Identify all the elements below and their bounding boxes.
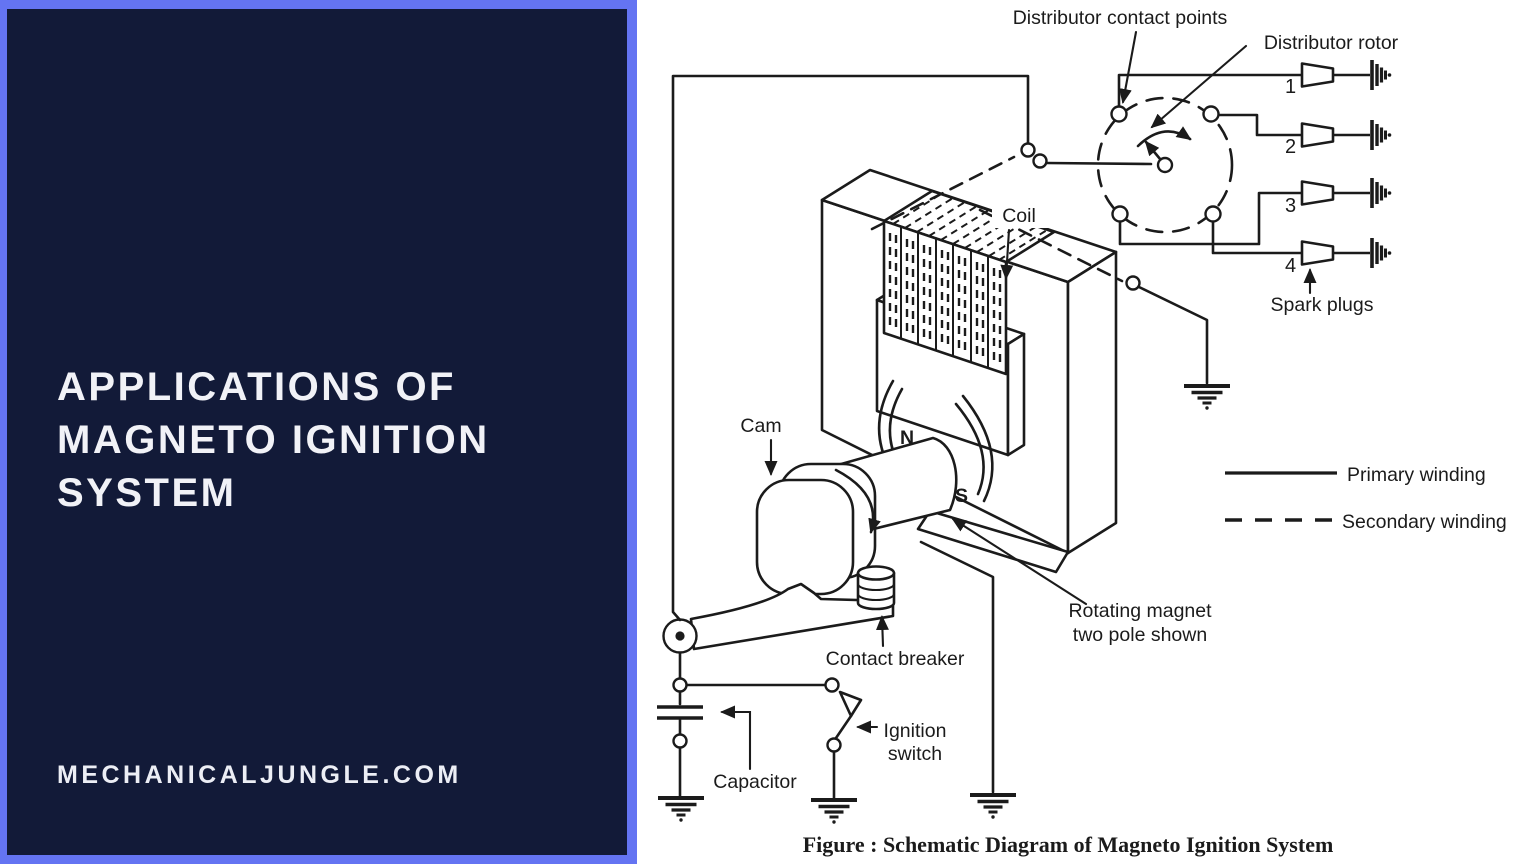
arrow-rotating-magnet [951,517,1088,606]
ground-symbol-switch [809,798,859,826]
contact-point-4 [1204,205,1222,223]
schematic-svg: N S [656,7,1507,857]
page-title: APPLICATIONS OF MAGNETO IGNITION SYSTEM [57,361,577,520]
ground-symbol-breaker [968,793,1018,821]
contact-breaker-assembly [662,565,896,654]
label-capacitor: Capacitor [713,771,797,793]
title-line-2: MAGNETO IGNITION [57,418,490,462]
plug-wire-2 [1217,113,1304,137]
spark-plug-circuit: 1 2 3 4 [1117,58,1394,277]
terminal-right [1125,275,1141,291]
schematic-diagram: N S [637,0,1536,864]
cam-front-face [755,478,855,596]
coil-front-face [882,219,1008,376]
label-coil: Coil [1002,205,1036,227]
node-capacitor-bottom [672,733,688,749]
terminal-upper-a [1020,142,1036,158]
label-rotating-magnet-line2: two pole shown [1073,624,1207,646]
label-contact-breaker: Contact breaker [826,648,965,670]
coil-top-hatching [892,193,1048,261]
legend-secondary-label: Secondary winding [1342,511,1507,533]
label-ignition-switch-line2: switch [888,743,942,765]
switch-blade-triangle [838,690,863,718]
coil-label-backing [992,202,1048,228]
distributor [1096,96,1234,234]
plug-wire-4 [1211,220,1304,255]
coil-winding [882,189,1056,376]
north-pole-label: N [900,427,914,449]
plug-number-4: 4 [1285,255,1296,277]
plug-number-2: 2 [1285,136,1296,158]
contact-point-1 [1110,105,1128,123]
rotor-center [1156,156,1174,174]
breaker-ground-wire [919,540,995,794]
label-ignition-switch-line1: Ignition [884,720,947,742]
ground-symbol-secondary [1182,384,1232,412]
breaker-contact-stack [856,565,896,611]
label-rotating-magnet-line1: Rotating magnet [1068,600,1212,622]
plug-number-1: 1 [1285,76,1296,98]
rotor-rotation-arrow [1136,126,1192,148]
contact-point-2 [1202,105,1220,123]
label-cam: Cam [740,415,781,437]
ignition-switch-branch [809,677,863,826]
core-right-face [1066,250,1118,555]
south-pole-arc-inner [954,402,985,496]
south-pole-label: S [955,485,968,507]
contact-point-3 [1111,205,1129,223]
spark-plug-3 [1300,176,1394,210]
spark-plug-2 [1300,118,1394,152]
ground-symbol-capacitor [656,796,706,824]
title-line-3: SYSTEM [57,471,237,515]
label-distributor-rotor: Distributor rotor [1264,32,1399,54]
arrow-capacitor [720,705,752,771]
spark-plug-1 [1300,58,1394,92]
label-distributor-contact-points: Distributor contact points [1013,7,1228,29]
coil-winding-dashes [888,233,1002,364]
node-switch-bottom [826,737,842,753]
rotating-magnet-assembly: N S [755,379,1070,596]
arrow-contact-breaker [875,615,889,648]
website-label: MECHANICALJUNGLE.COM [57,761,462,789]
plug-number-3: 3 [1285,195,1296,217]
breaker-pivot-dot [675,631,685,641]
core-window-right-face [1006,332,1026,457]
label-spark-plugs: Spark plugs [1271,294,1374,316]
plug-wire-3 [1118,191,1304,246]
south-pole-arc [961,394,994,503]
switch-blade [834,714,853,740]
terminal-to-rotor-wire [1045,161,1153,166]
capacitor-branch [656,677,706,824]
spark-plug-4 [1300,236,1394,270]
title-line-1: APPLICATIONS OF [57,365,456,409]
distributor-circle [1096,96,1234,234]
arrow-coil [1000,228,1014,280]
labels: Distributor contact points Distributor r… [713,7,1398,793]
secondary-dashed-to-terminals [870,155,1016,231]
arrow-distributor-contact-points [1118,30,1138,104]
secondary-ground-wire [1137,285,1209,385]
figure-caption: Figure : Schematic Diagram of Magneto Ig… [803,832,1334,857]
terminal-upper-b [1032,153,1048,169]
node-switch-top [824,677,840,693]
legend-primary-label: Primary winding [1347,464,1486,486]
node-capacitor-top [672,677,688,693]
rotation-arrow [834,468,881,534]
title-panel: APPLICATIONS OF MAGNETO IGNITION SYSTEM … [7,9,627,855]
coil-laminations [900,227,989,368]
primary-wiring [671,74,1030,794]
primary-loop-wire [671,74,1030,622]
arrow-distributor-rotor [1150,44,1248,129]
legend: Primary winding Secondary winding [1225,464,1507,533]
